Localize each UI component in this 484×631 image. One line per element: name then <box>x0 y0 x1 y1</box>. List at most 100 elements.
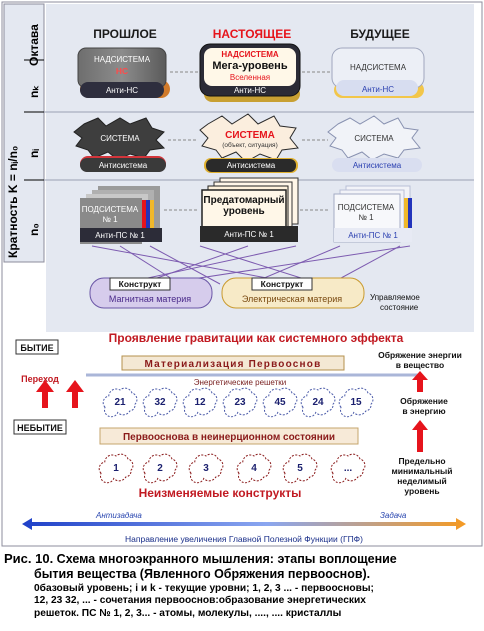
svg-text:Антисистема: Антисистема <box>353 161 402 170</box>
gpf-direction-label: Направление увеличения Главной Полезной … <box>125 534 363 544</box>
primordial-cloud-label: 4 <box>251 463 257 474</box>
antitask-label: Антизадача <box>95 511 142 520</box>
primordial-cloud-4: 5 <box>282 453 318 484</box>
note-energy-to-matter: Обряжение энергии <box>378 350 462 360</box>
future-supersystem: НАДСИСТЕМА Анти-НС <box>331 47 425 98</box>
present-system: СИСТЕМА (объект, ситуация) Антисистема <box>199 113 299 173</box>
primordial-bar <box>99 427 359 445</box>
energy-grid-cloud-label: 23 <box>234 397 246 408</box>
svg-text:неделимый: неделимый <box>397 476 446 486</box>
being-box <box>15 339 59 355</box>
svg-text:Первооснова в неинерционном со: Первооснова в неинерционном состоянии <box>123 432 335 443</box>
svg-text:НАДСИСТЕМА: НАДСИСТЕМА <box>221 50 279 59</box>
present-preatomic: Предатомарный уровень Анти-ПС № 1 <box>200 177 299 242</box>
caption-title-1: Схема многоэкранного мышления: этапы воп… <box>53 552 397 566</box>
energy-grid-cloud-label: 21 <box>114 397 126 408</box>
svg-text:СИСТЕМА: СИСТЕМА <box>100 134 140 143</box>
primordial-cloud-label: 3 <box>203 463 209 474</box>
energy-grid-cloud-label: 45 <box>274 397 286 408</box>
energy-grid-cloud-4: 45 <box>262 387 298 418</box>
svg-text:Анти-НС: Анти-НС <box>234 86 266 95</box>
managed-label-2: состояние <box>380 303 419 312</box>
diagram-canvas: Кратность K = nᵢ/n₀ Октава nₖ nᵢ n₀ ПРОШ… <box>1 1 483 547</box>
svg-text:НС: НС <box>116 66 128 76</box>
future-subsystem: ПОДСИСТЕМА № 1 Анти-ПС № 1 <box>333 185 412 243</box>
construct-magnetic: Конструкт Магнитная материя <box>89 277 213 309</box>
energy-grid-cloud-label: 15 <box>350 397 362 408</box>
svg-text:№ 1: № 1 <box>358 213 374 222</box>
svg-text:Анти-ПС № 1: Анти-ПС № 1 <box>224 230 274 239</box>
caption-notes: 0базовый уровень; i и k - текущие уровни… <box>4 583 474 620</box>
energy-grid-cloud-1: 32 <box>142 387 178 418</box>
past-subsystem: ПОДСИСТЕМА № 1 Анти-ПС № 1 <box>80 186 162 244</box>
being-label: БЫТИЕ <box>20 343 53 353</box>
caption-note-3: решеток. ПС № 1, 2, 3... - атомы, молеку… <box>34 607 342 619</box>
primordial-cloud-label: ... <box>344 463 353 474</box>
octave-label: Октава <box>27 24 41 66</box>
svg-text:Антисистема: Антисистема <box>227 161 276 170</box>
caption-title: Рис. 10. Схема многоэкранного мышления: … <box>4 551 480 582</box>
task-label: Задача <box>380 511 407 520</box>
nk-label: nₖ <box>27 85 41 98</box>
svg-text:ПОДСИСТЕМА: ПОДСИСТЕМА <box>338 203 395 212</box>
n0-label: n₀ <box>27 223 41 236</box>
managed-label-1: Управляемое <box>370 293 420 302</box>
svg-text:№ 1: № 1 <box>102 215 118 224</box>
transition-arrow[interactable] <box>36 380 54 408</box>
svg-text:Вселенная: Вселенная <box>230 73 270 82</box>
svg-text:ПОДСИСТЕМА: ПОДСИСТЕМА <box>82 205 139 214</box>
primordial-clouds: 1 2 3 4 5... <box>98 453 366 484</box>
energy-grids-label: Энергетические решетки <box>194 378 287 387</box>
svg-text:НАДСИСТЕМА: НАДСИСТЕМА <box>94 55 151 64</box>
primordial-cloud-0: 1 <box>98 453 134 484</box>
caption-title-2: бытия вещества (Явленного Обряжения перв… <box>34 567 371 581</box>
energy-grid-cloud-6: 15 <box>338 387 374 418</box>
energy-grid-clouds: 21 32 12 23 45 24 15 <box>102 387 374 418</box>
svg-text:Предатомарный: Предатомарный <box>203 195 284 206</box>
multiplicity-label: Кратность K = nᵢ/n₀ <box>6 146 20 258</box>
svg-text:Анти-ПС № 1: Анти-ПС № 1 <box>95 231 145 240</box>
gravity-heading: Проявление гравитации как системного эфф… <box>109 331 404 345</box>
energy-grid-cloud-3: 23 <box>222 387 258 418</box>
future-system: СИСТЕМА Антисистема <box>327 115 422 172</box>
energy-grid-cloud-5: 24 <box>300 387 336 418</box>
primordial-cloud-5: ... <box>330 453 366 484</box>
energy-grid-cloud-label: 12 <box>194 397 206 408</box>
past-supersystem: НАДСИСТЕМА НС Анти-НС <box>77 47 170 98</box>
ni-label: nᵢ <box>27 149 41 158</box>
caption-note-1: 0базовый уровень; i и k - текущие уровни… <box>34 583 374 594</box>
nonbeing-label: НЕБЫТИЕ <box>17 423 63 433</box>
construct-electric: Конструкт Электрическая материя <box>221 277 365 309</box>
figure-number: Рис. 10. <box>4 551 54 566</box>
svg-text:Антисистема: Антисистема <box>99 161 148 170</box>
primordial-cloud-label: 1 <box>113 463 119 474</box>
transition-label: Переход <box>21 374 59 384</box>
nonbeing-box <box>13 419 67 435</box>
energy-grid-cloud-label: 32 <box>154 397 166 408</box>
svg-text:Анти-НС: Анти-НС <box>362 85 394 94</box>
svg-text:в вещество: в вещество <box>396 360 444 370</box>
col-present: НАСТОЯЩЕЕ <box>213 27 291 41</box>
transition-arrow-2[interactable] <box>66 380 84 408</box>
primordial-cloud-2: 3 <box>188 453 224 484</box>
note-into-energy: Обряжение <box>400 396 448 406</box>
svg-text:НАДСИСТЕМА: НАДСИСТЕМА <box>350 63 407 72</box>
svg-text:Мега-уровень: Мега-уровень <box>212 60 287 72</box>
up-arrow-1 <box>412 371 428 392</box>
note-limit: Предельно <box>398 456 445 466</box>
svg-text:Электрическая материя: Электрическая материя <box>242 294 342 304</box>
task-direction-arrow <box>22 518 466 530</box>
svg-text:Магнитная материя: Магнитная материя <box>109 294 191 304</box>
primordial-cloud-1: 2 <box>142 453 178 484</box>
svg-text:Анти-ПС № 1: Анти-ПС № 1 <box>348 231 398 240</box>
svg-text:уровень: уровень <box>223 206 264 217</box>
svg-text:Конструкт: Конструкт <box>119 279 162 289</box>
col-future: БУДУЩЕЕ <box>350 27 410 41</box>
svg-text:уровень: уровень <box>404 486 439 496</box>
axis-panel <box>3 3 45 263</box>
svg-text:Конструкт: Конструкт <box>261 279 304 289</box>
primordial-cloud-label: 2 <box>157 463 163 474</box>
col-past: ПРОШЛОЕ <box>93 27 157 41</box>
materialization-bar <box>121 355 345 371</box>
